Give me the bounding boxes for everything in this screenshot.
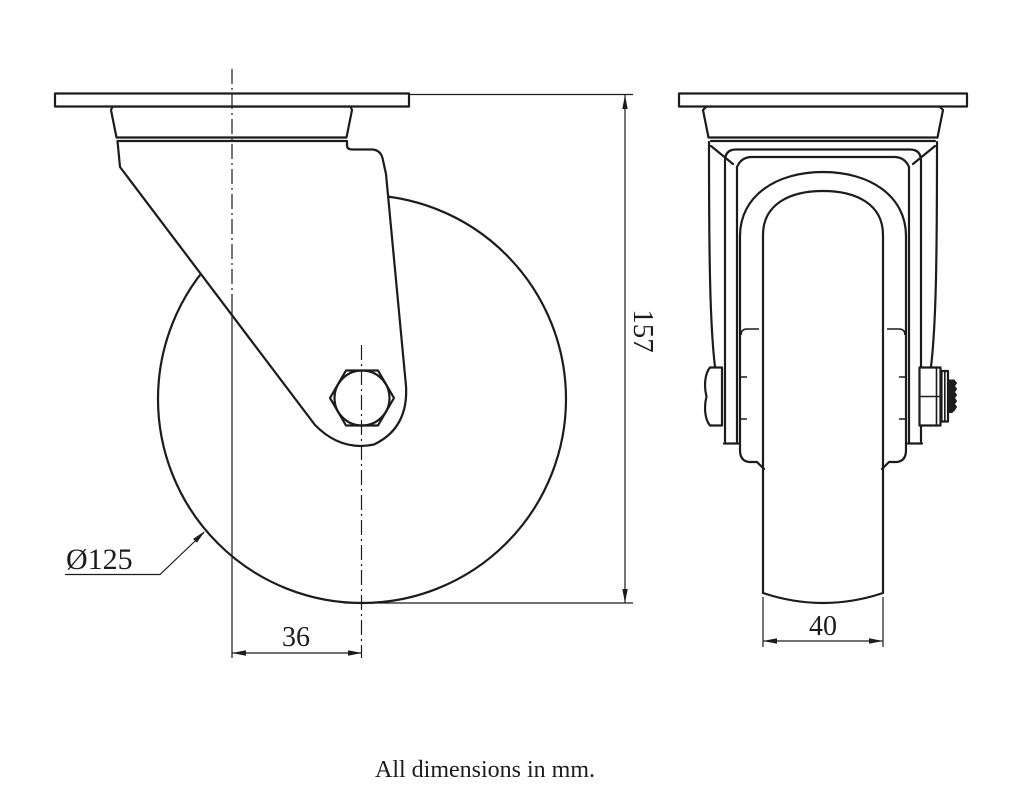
fork-corner-gussets [709, 144, 937, 166]
ext-lines-width [762, 597, 884, 647]
dimension-annotations: 157 36 Ø125 40 [65, 93, 884, 656]
wheel-hub-right [880, 234, 908, 471]
overall-height-label: 157 [627, 309, 659, 353]
swivel-housing-front [701, 105, 945, 139]
hub-notches [740, 376, 906, 420]
wheel-width-label: 40 [809, 611, 837, 642]
wheel-diameter-label: Ø125 [66, 543, 133, 576]
fork-outer-right [929, 140, 939, 369]
dimension-swivel-offset: 36 [232, 622, 362, 656]
arrow-left [763, 638, 777, 644]
fork-window [723, 148, 923, 445]
dimension-wheel-width: 40 [762, 597, 884, 647]
swivel-fork [116, 139, 408, 448]
fork-bend-line [735, 155, 911, 169]
wheel-crown-arc [738, 170, 908, 238]
fork-outer-left [707, 140, 717, 369]
tread-shoulder-arc [761, 189, 885, 237]
axle-nut-left [703, 366, 724, 427]
arrow-left [232, 650, 246, 656]
top-plate-front [677, 92, 969, 108]
axle-boss-right [887, 328, 906, 336]
drawing-caption: All dimensions in mm. [375, 757, 595, 783]
arrow-up [622, 95, 628, 109]
leader-line [65, 532, 205, 576]
arrow-right [869, 638, 883, 644]
wheel-hub-left [738, 234, 766, 471]
axle-boss-left [740, 328, 759, 336]
dimension-overall-height: 157 [345, 93, 659, 604]
front-view [677, 92, 969, 605]
tread-bottom-arc [761, 591, 885, 605]
arrow-down [622, 589, 628, 603]
leader-arrow [193, 531, 205, 543]
fork-inner-faces [735, 165, 911, 445]
arrow-right [348, 650, 362, 656]
swivel-offset-label: 36 [282, 622, 310, 653]
side-view [53, 69, 568, 658]
axle-nut-right-facets [919, 367, 941, 426]
axle-thread-stub [948, 379, 958, 413]
dimension-wheel-diameter: Ø125 [65, 531, 205, 576]
